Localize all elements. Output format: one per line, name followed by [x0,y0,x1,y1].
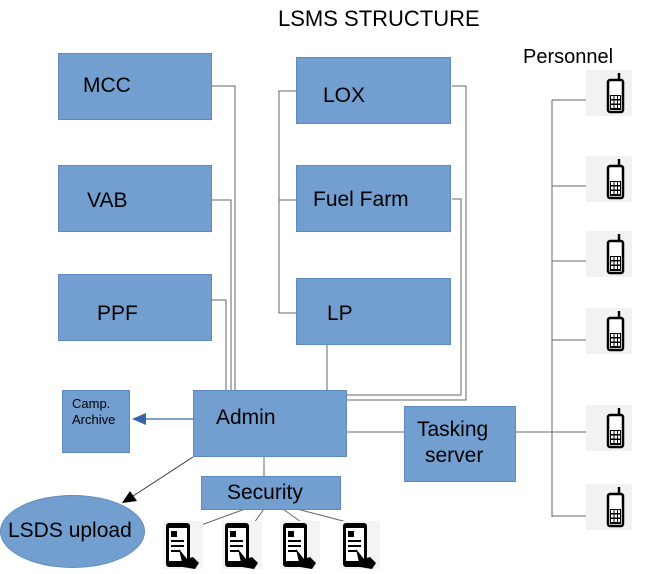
node-admin[interactable]: Admin [193,390,347,457]
node-security-label: Security [227,481,303,504]
node-vab-label: VAB [87,189,128,212]
arrow-admin-lsds [129,456,194,499]
wire-lox-bus [278,90,297,314]
wire-ppf-admin [212,299,227,390]
node-camp-archive-label-1: Camp. [72,396,111,411]
node-lsds-upload-label: LSDS upload [8,519,132,542]
node-admin-label: Admin [216,406,276,429]
touch-device-icon-3 [280,521,320,569]
wire-vab-admin [212,199,232,390]
node-fuel-farm-label: Fuel Farm [313,188,409,211]
node-camp-archive[interactable]: Camp. Archive [62,390,130,453]
touch-device-icon-1 [163,521,203,569]
node-tasking-server-label-2: server [425,444,484,467]
touch-device-icon-2 [222,521,262,569]
arrowhead-lsds [122,491,137,503]
phone-icon-6 [584,482,634,532]
node-lp[interactable]: LP [296,278,451,345]
wire-mcc-admin [212,85,236,390]
phone-icon-4 [584,306,634,356]
node-ppf[interactable]: PPF [58,274,212,341]
node-tasking-server[interactable]: Tasking server [404,406,516,482]
arrowhead-archive [132,413,146,425]
node-camp-archive-label-2: Archive [72,412,116,427]
node-lsds-upload[interactable]: LSDS upload [0,495,145,568]
wire-fuelfarm-admin [346,198,462,396]
phone-icon-1 [584,68,634,118]
phone-icon-5 [584,403,634,453]
diagram-title: LSMS STRUCTURE [278,6,480,31]
node-lox[interactable]: LOX [296,57,451,124]
phone-icon-3 [584,229,634,279]
node-tasking-server-label-1: Tasking [417,418,489,441]
node-lox-label: LOX [323,84,366,107]
touch-device-icon-4 [340,521,380,569]
node-ppf-label: PPF [97,302,138,325]
wire-lox-admin [346,85,467,401]
node-lp-label: LP [327,302,353,325]
phone-icon-2 [584,154,634,204]
node-security[interactable]: Security [201,476,341,510]
node-vab[interactable]: VAB [58,165,212,232]
node-mcc-label: MCC [83,74,131,97]
node-fuel-farm[interactable]: Fuel Farm [296,165,451,232]
node-mcc[interactable]: MCC [58,53,212,120]
personnel-label: Personnel [523,46,614,68]
